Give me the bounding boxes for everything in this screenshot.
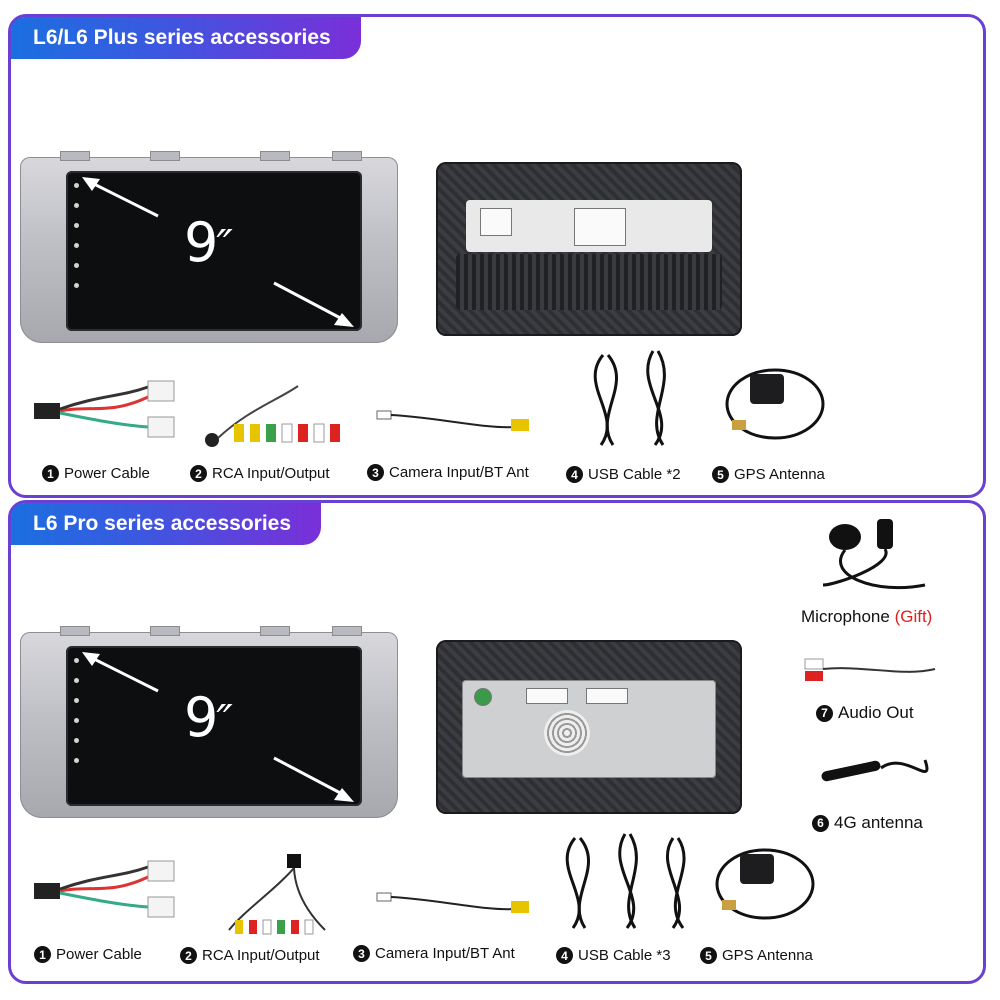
head-unit-rear xyxy=(436,162,742,336)
rca-cable-image xyxy=(228,854,326,935)
audio-out-cable-image xyxy=(804,658,936,681)
diagonal-arrows xyxy=(82,177,354,327)
4g-antenna-image xyxy=(821,759,929,782)
screen-size-label: 9″ xyxy=(184,211,233,274)
usb-cable-image xyxy=(565,833,686,929)
head-unit-rear xyxy=(436,640,742,814)
camera-cable-image xyxy=(376,892,529,913)
screen-size-label: 9″ xyxy=(184,686,233,749)
power-cable-image xyxy=(34,860,175,918)
power-cable-image xyxy=(34,380,175,438)
microphone-image xyxy=(822,519,926,590)
display-screen: 9″ xyxy=(66,646,362,806)
gps-antenna-image xyxy=(725,368,825,440)
section-title: L6 Pro series accessories xyxy=(11,503,322,545)
gps-antenna-image xyxy=(715,848,815,920)
microphone-label: Microphone (Gift) xyxy=(801,607,933,626)
diagonal-arrows xyxy=(82,652,354,802)
rca-cable-image xyxy=(205,385,340,447)
display-screen: 9″ xyxy=(66,171,362,331)
usb-cable-image xyxy=(593,350,666,446)
gift-badge: (Gift) xyxy=(894,607,933,626)
section-title: L6/L6 Plus series accessories xyxy=(11,17,361,59)
camera-cable-image xyxy=(376,410,529,431)
